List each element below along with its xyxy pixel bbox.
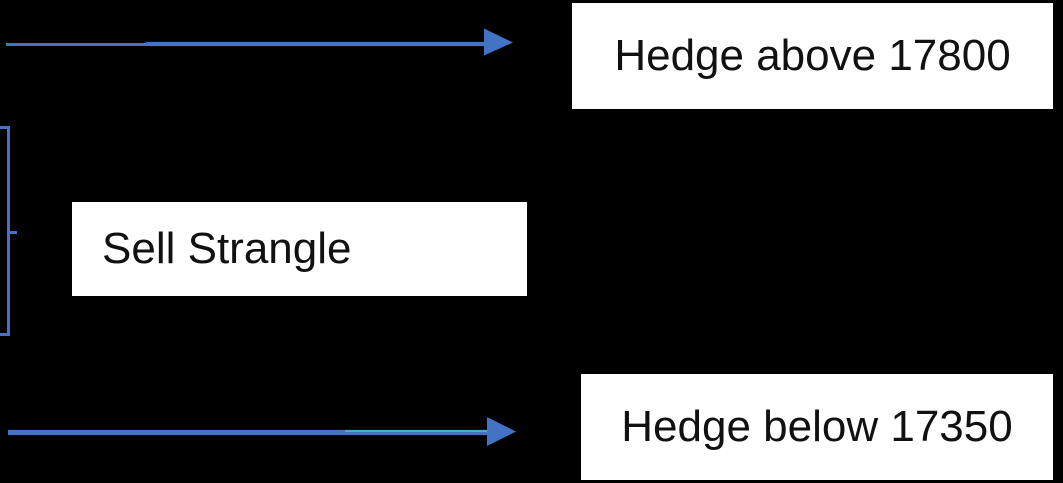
sell-strangle-box: Sell Strangle bbox=[72, 202, 527, 296]
hedge-below-label: Hedge below 17350 bbox=[621, 401, 1013, 451]
hedge-above-label: Hedge above 17800 bbox=[614, 30, 1011, 80]
sell-strangle-label: Sell Strangle bbox=[102, 223, 352, 273]
hedge-above-box: Hedge above 17800 bbox=[572, 3, 1053, 109]
left-brace-icon bbox=[0, 126, 17, 336]
top-arrow-head-icon bbox=[484, 28, 513, 56]
bottom-arrow-head-icon bbox=[487, 417, 516, 446]
hedge-below-box: Hedge below 17350 bbox=[581, 374, 1053, 480]
